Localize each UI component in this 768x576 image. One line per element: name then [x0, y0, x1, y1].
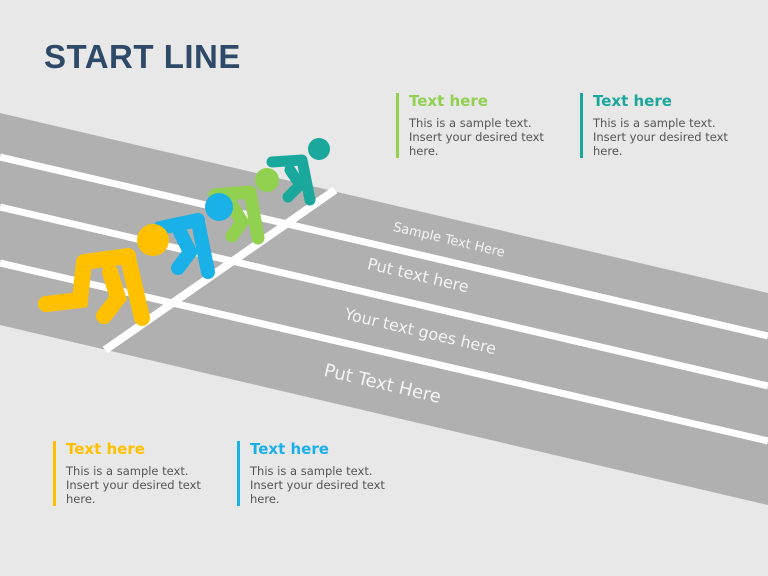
runner-head [137, 224, 169, 256]
runner-teal [266, 138, 330, 206]
box-body: This is a sample text. Insert your desir… [593, 116, 728, 158]
text-box-teal: Text here This is a sample text. Insert … [580, 92, 743, 158]
box-heading: Text here [66, 440, 145, 458]
runner-yellow [38, 224, 169, 326]
runner-body [38, 248, 150, 326]
box-body: This is a sample text. Insert your desir… [66, 464, 201, 506]
box-heading: Text here [409, 92, 488, 110]
runner-head [205, 193, 233, 221]
lane-line [0, 153, 768, 340]
runner-blue [153, 193, 233, 279]
box-heading: Text here [250, 440, 329, 458]
lane-line [0, 203, 768, 390]
box-heading: Text here [593, 92, 672, 110]
track-surface [0, 113, 768, 505]
runner-head [255, 168, 279, 192]
box-body: This is a sample text. Insert your desir… [250, 464, 385, 506]
text-box-blue: Text here This is a sample text. Insert … [237, 440, 400, 506]
runner-body [266, 154, 316, 206]
runner-body [153, 213, 215, 279]
slide-title: START LINE [44, 38, 241, 75]
box-body: This is a sample text. Insert your desir… [409, 116, 544, 158]
text-box-green: Text here This is a sample text. Insert … [396, 92, 559, 158]
runner-head [308, 138, 330, 160]
text-box-yellow: Text here This is a sample text. Insert … [53, 440, 216, 506]
